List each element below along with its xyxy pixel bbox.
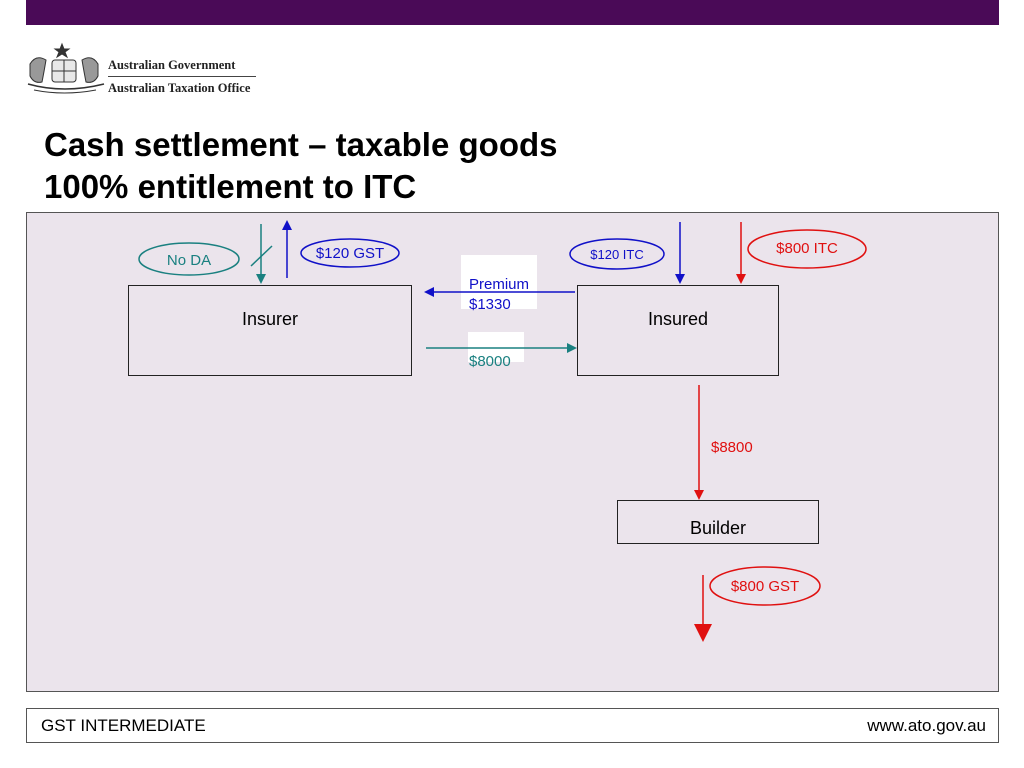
itc-800-ellipse <box>747 229 867 269</box>
builder-payment-label: $8800 <box>711 439 753 456</box>
footer-website-link[interactable]: www.ato.gov.au <box>867 716 986 735</box>
no-da-strike <box>250 245 273 267</box>
builder-gst-label: $800 GST <box>731 578 799 595</box>
slide-title-line1: Cash settlement – taxable goods <box>44 126 558 163</box>
no-da-ellipse <box>138 242 240 276</box>
itc-800-label: $800 ITC <box>776 240 838 257</box>
gst-120-label: $120 GST <box>316 245 384 262</box>
logo-divider <box>108 76 256 77</box>
payout-label: $8000 <box>469 353 511 370</box>
logo-line-government: Australian Government <box>108 58 236 72</box>
builder-box: Builder <box>617 500 819 544</box>
premium-amount-label: $1330 <box>469 296 511 313</box>
no-da-label: No DA <box>167 252 211 269</box>
premium-label: Premium <box>469 276 529 293</box>
gst-120-ellipse <box>300 238 400 268</box>
coat-of-arms-logo <box>27 42 105 94</box>
logo-line-ato: Australian Taxation Office <box>108 81 251 95</box>
payout-label-background <box>468 332 524 362</box>
itc-120-label: $120 ITC <box>590 247 643 262</box>
insurer-box: Insurer <box>128 285 412 376</box>
top-banner <box>26 0 999 25</box>
slide-title-line2: 100% entitlement to ITC <box>44 168 417 205</box>
builder-gst-ellipse <box>709 566 821 606</box>
footer-course-title: GST INTERMEDIATE <box>41 716 206 735</box>
insured-box: Insured <box>577 285 779 376</box>
premium-label-background <box>461 255 537 309</box>
itc-120-ellipse <box>569 238 665 270</box>
footer-bar: GST INTERMEDIATE www.ato.gov.au <box>26 708 999 743</box>
